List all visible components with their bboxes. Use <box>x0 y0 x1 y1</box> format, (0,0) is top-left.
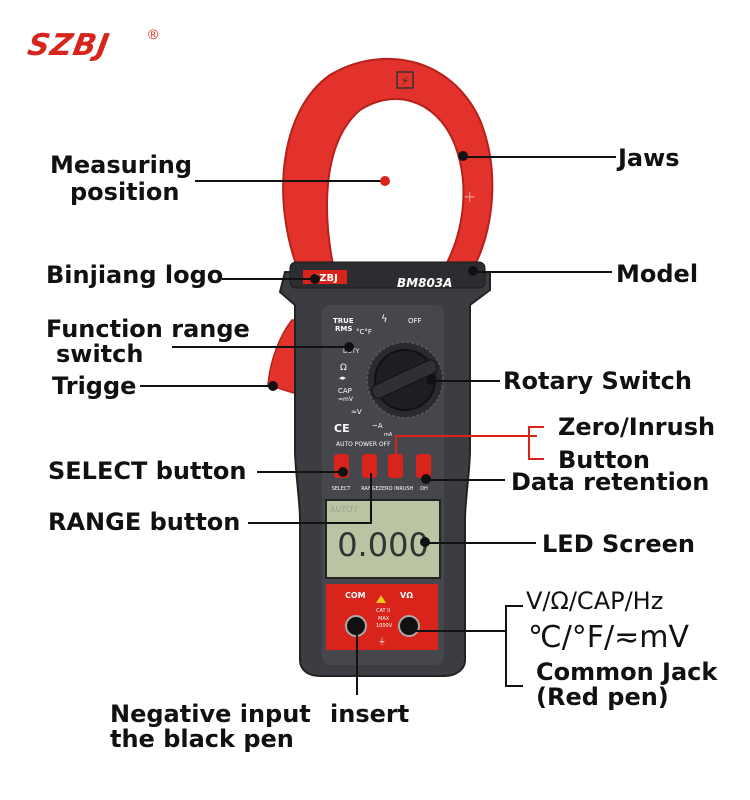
model-text: BM803A <box>397 276 452 290</box>
callout-trigge: Trigge <box>52 372 137 400</box>
svg-text:RMS: RMS <box>335 325 352 333</box>
trigger <box>267 319 301 397</box>
svg-text:AUTO POWER OFF: AUTO POWER OFF <box>336 441 391 448</box>
jaws-warning-icon <box>396 71 414 89</box>
callout-data-retention: Data retention <box>511 468 710 496</box>
svg-text:≈mV: ≈mV <box>338 396 354 403</box>
svg-text:ϟ: ϟ <box>381 314 388 325</box>
callout-negative-input-1: Negative input <box>110 700 311 728</box>
callout-select-button: SELECT button <box>48 457 247 485</box>
svg-text:CE: CE <box>334 422 350 435</box>
svg-text:MAX: MAX <box>378 616 390 622</box>
callout-c-f-mv: ℃/°F/≂mV <box>528 620 690 655</box>
callout-zero-inrush-2: Button <box>558 446 650 474</box>
svg-text:Ω: Ω <box>340 363 347 373</box>
registered-mark: ® <box>148 26 159 42</box>
jaws <box>282 57 494 276</box>
svg-text:1000V: 1000V <box>376 623 393 629</box>
lcd-auto: AUTO <box>330 505 353 514</box>
callout-common-jack-1: Common Jack <box>536 658 718 686</box>
callout-negative-input-2: the black pen <box>110 725 294 753</box>
callout-function-range-1: Function range <box>46 315 250 343</box>
svg-text:≈V: ≈V <box>351 408 362 416</box>
svg-text:CAT II: CAT II <box>376 608 390 614</box>
callout-led-screen: LED Screen <box>542 530 695 558</box>
svg-text:CAP: CAP <box>338 387 352 395</box>
callout-binjiang-logo: Binjiang logo <box>46 261 224 289</box>
callout-rotary-switch: Rotary Switch <box>503 367 692 395</box>
svg-text:+: + <box>463 187 476 206</box>
lcd-value: 0.000 <box>337 526 429 564</box>
svg-text:⏚: ⏚ <box>378 637 386 646</box>
callout-model: Model <box>616 260 699 288</box>
jack-panel <box>326 584 438 650</box>
svg-text:COM: COM <box>345 591 366 600</box>
range-hw-button <box>362 454 377 478</box>
svg-text:DH: DH <box>420 486 428 492</box>
svg-text:ZERO INRUSH: ZERO INRUSH <box>379 486 414 492</box>
svg-text:SELECT: SELECT <box>332 486 352 492</box>
zero-inrush-hw-button <box>388 454 403 478</box>
lcd-unit: °F <box>350 505 359 514</box>
callout-measuring-position-1: Measuring <box>50 151 193 179</box>
svg-text:mA: mA <box>384 432 393 438</box>
callout-measuring-position-2: position <box>70 178 180 206</box>
svg-text:°C°F: °C°F <box>356 328 372 336</box>
callout-insert: insert <box>330 700 410 728</box>
svg-text:DUTY: DUTY <box>343 348 360 355</box>
callout-zero-inrush-1: Zero/Inrush <box>558 413 716 441</box>
svg-text:~A: ~A <box>372 422 383 430</box>
svg-text:◂▸: ◂▸ <box>339 374 347 382</box>
badge-logo-text: SZBJ <box>312 273 338 284</box>
callout-function-range-2: switch <box>56 340 144 368</box>
svg-text:OFF: OFF <box>408 317 422 325</box>
callout-v-ohm-cap-hz: V/Ω/CAP/Hz <box>526 587 664 615</box>
callout-range-button: RANGE button <box>48 508 241 536</box>
svg-text:⚡: ⚡ <box>401 74 409 88</box>
svg-text:TRUE: TRUE <box>333 317 354 325</box>
svg-text:VΩ: VΩ <box>400 591 413 600</box>
callout-jaws: Jaws <box>618 144 680 172</box>
dh-hw-button <box>416 454 431 478</box>
callout-common-jack-2: (Red pen) <box>536 683 669 711</box>
